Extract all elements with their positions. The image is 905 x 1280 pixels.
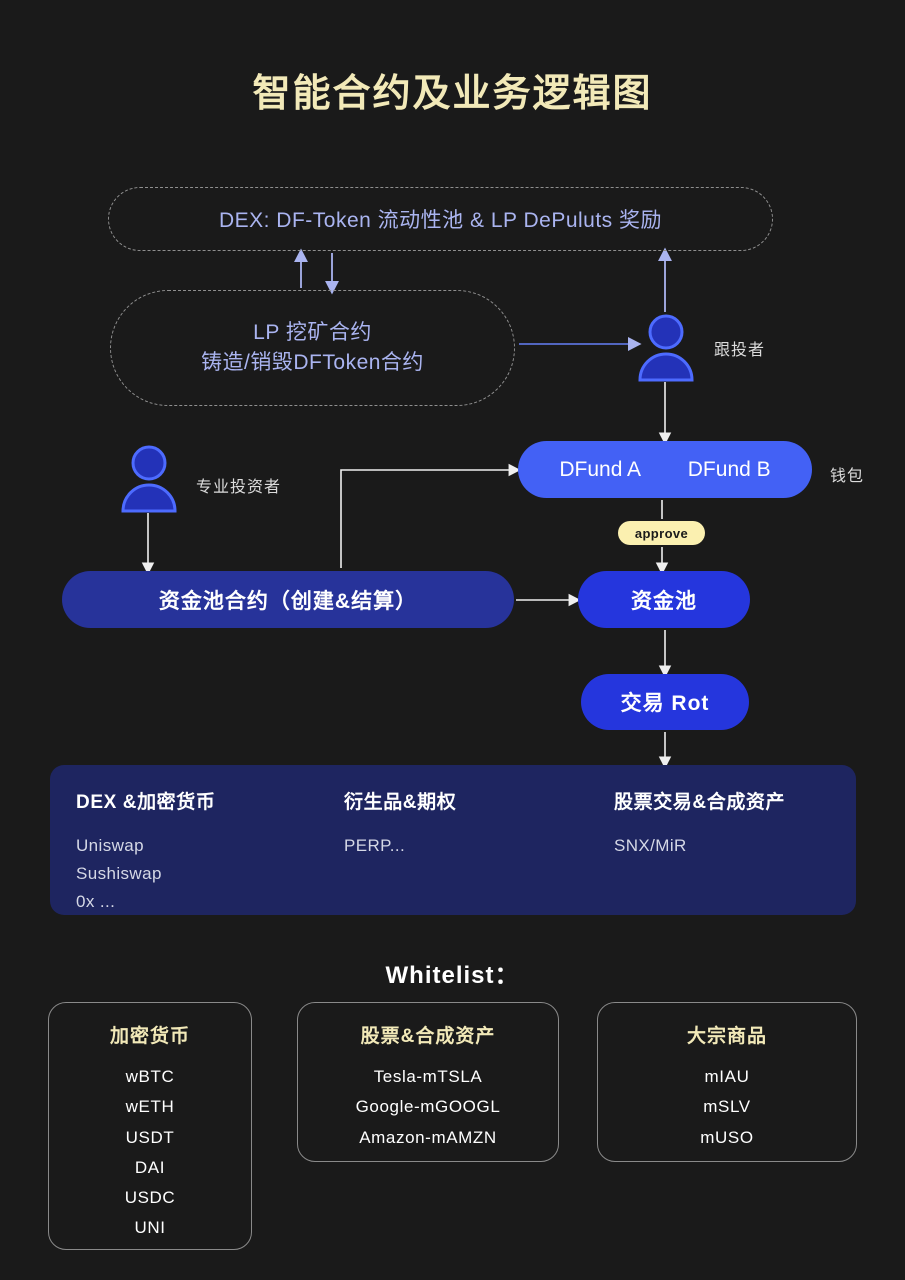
fund-pool-label: 资金池 <box>631 589 697 613</box>
whitelist-item: Tesla-mTSLA <box>373 1067 483 1086</box>
person-icon-professional <box>121 445 177 513</box>
whitelist-item: mUSO <box>700 1127 754 1147</box>
whitelist-heading: 股票&合成资产 <box>360 1026 496 1047</box>
whitelist-item: UNI <box>134 1218 166 1238</box>
whitelist-heading: 加密货币 <box>109 1026 190 1047</box>
whitelist-item: wETH <box>125 1097 175 1117</box>
category-heading: 股票交易&合成资产 <box>614 792 786 813</box>
dfund-b-label: DFund B <box>687 457 771 481</box>
lp-box-line1: LP 挖矿合约 <box>253 320 372 344</box>
category-column-equities: 股票交易&合成资产 SNX/MiR <box>614 787 854 915</box>
category-column-dex: DEX &加密货币 Uniswap Sushiswap 0x ... <box>76 787 344 915</box>
whitelist-item: USDC <box>124 1188 176 1207</box>
wallet-label: 钱包 <box>830 468 865 485</box>
whitelist-heading: 大宗商品 <box>686 1026 767 1047</box>
whitelist-item: DAI <box>134 1157 166 1177</box>
whitelist-item: mSLV <box>703 1097 751 1117</box>
whitelist-box-equities: 股票&合成资产 Tesla-mTSLA Google-mGOOGL Amazon… <box>297 1002 559 1162</box>
lp-box-line2: 铸造/销毁DFToken合约 <box>201 351 424 374</box>
approve-label: approve <box>634 525 689 541</box>
trading-bot-box: 交易 Rot <box>581 674 749 730</box>
category-item: SNX/MiR <box>614 836 687 855</box>
category-heading: 衍生品&期权 <box>344 792 457 813</box>
dex-liquidity-box: DEX: DF-Token 流动性池 & LP DePuluts 奖励 <box>108 187 773 251</box>
whitelist-box-crypto: 加密货币 wBTC wETH USDT DAI USDC UNI <box>48 1002 252 1250</box>
whitelist-item: Amazon-mAMZN <box>359 1127 497 1147</box>
category-item: PERP... <box>344 836 406 855</box>
whitelist-item: mIAU <box>704 1067 750 1086</box>
categories-panel: DEX &加密货币 Uniswap Sushiswap 0x ... 衍生品&期… <box>50 765 856 915</box>
approve-badge: approve <box>618 521 705 545</box>
pool-contract-box: 资金池合约（创建&结算） <box>62 571 514 628</box>
dfund-wallet-box: DFund A DFund B <box>518 441 812 498</box>
whitelist-item: USDT <box>125 1127 175 1147</box>
category-item: Uniswap <box>76 836 144 855</box>
lp-mining-contract-box: LP 挖矿合约 铸造/销毁DFToken合约 <box>110 290 515 406</box>
dfund-a-label: DFund A <box>559 457 642 481</box>
whitelist-title: Whitelist： <box>385 962 520 989</box>
category-item: 0x ... <box>76 892 116 912</box>
follower-label: 跟投者 <box>714 342 766 359</box>
trading-bot-label: 交易 Rot <box>620 692 710 715</box>
pool-contract-label: 资金池合约（创建&结算） <box>158 589 418 613</box>
whitelist-item: wBTC <box>125 1067 175 1086</box>
page-title: 智能合约及业务逻辑图 <box>252 73 653 115</box>
category-heading: DEX &加密货币 <box>76 792 216 813</box>
whitelist-box-commodities: 大宗商品 mIAU mSLV mUSO <box>597 1002 857 1162</box>
dex-box-label: DEX: DF-Token 流动性池 & LP DePuluts 奖励 <box>218 209 663 232</box>
person-icon-follower <box>638 314 694 382</box>
professional-investor-label: 专业投资者 <box>196 479 282 496</box>
category-item: Sushiswap <box>76 864 162 884</box>
fund-pool-box: 资金池 <box>578 571 750 628</box>
category-column-derivatives: 衍生品&期权 PERP... <box>344 787 614 915</box>
whitelist-item: Google-mGOOGL <box>355 1097 501 1117</box>
